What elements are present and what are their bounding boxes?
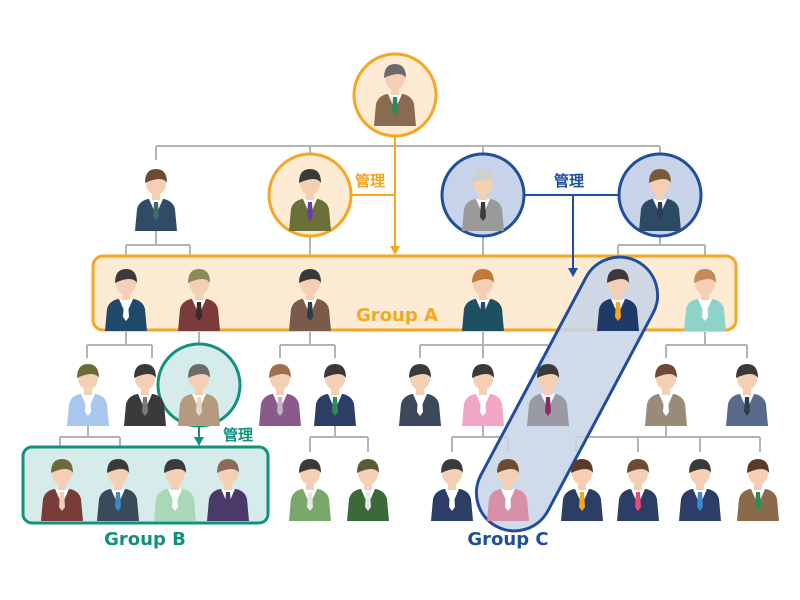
man-in-teal-icon — [462, 269, 504, 331]
man-in-navy-suit-icon — [639, 169, 681, 231]
group-c-label: Group C — [467, 529, 548, 550]
woman-in-mint-icon — [154, 459, 196, 521]
man-in-brown-suit-icon — [737, 459, 779, 521]
manage-label-teal: 管理 — [223, 426, 253, 444]
woman-in-green-icon — [289, 459, 331, 521]
woman-in-purple-icon — [259, 364, 301, 426]
man-in-purple-icon — [207, 459, 249, 521]
man-in-navy-suit-icon — [597, 269, 639, 331]
man-in-vest-icon — [561, 459, 603, 521]
connector-l1 — [59, 424, 121, 450]
manage-label-orange: 管理 — [355, 172, 385, 190]
connector-l9 — [575, 424, 761, 452]
man-with-glasses-icon — [97, 459, 139, 521]
woman-in-burgundy-icon — [41, 459, 83, 521]
man-with-glasses-icon — [399, 364, 441, 426]
woman-in-vest-icon — [679, 459, 721, 521]
group-a-label: Group A — [356, 305, 438, 326]
woman-in-mint-icon — [684, 269, 726, 331]
woman-with-glasses-icon — [487, 459, 529, 521]
connector-l7 — [451, 424, 509, 452]
bearded-man-icon — [289, 269, 331, 331]
connector-a1 — [86, 332, 153, 358]
group-b-label: Group B — [104, 529, 186, 550]
management-arrows — [194, 136, 619, 446]
man-in-brown-suit-icon — [374, 64, 416, 126]
people-layer — [41, 64, 779, 521]
group-b-box — [21, 445, 270, 525]
grey-haired-man-icon — [462, 169, 504, 231]
man-in-grey-suit-icon — [527, 364, 569, 426]
man-with-glasses-icon — [124, 364, 166, 426]
connector-exec4 — [617, 236, 706, 262]
man-in-slate-suit-icon — [726, 364, 768, 426]
woman-in-vest-icon — [617, 459, 659, 521]
woman-in-pink-icon — [462, 364, 504, 426]
arrow-teal-head — [194, 437, 204, 446]
woman-in-navy-icon — [135, 169, 177, 231]
connector-l5 — [309, 424, 369, 452]
connector-a4 — [419, 332, 549, 358]
man-in-green-suit-icon — [347, 459, 389, 521]
connector-exec1 — [125, 228, 191, 262]
manage-label-blue: 管理 — [554, 172, 584, 190]
woman-with-glasses-icon — [178, 364, 220, 426]
man-in-olive-suit-icon — [289, 169, 331, 231]
woman-in-burgundy-icon — [178, 269, 220, 331]
woman-in-taupe-icon — [645, 364, 687, 426]
connector-a6 — [665, 332, 748, 358]
arrow-blue — [524, 194, 619, 270]
woman-in-navy-icon — [431, 459, 473, 521]
man-in-navy-suit-icon — [314, 364, 356, 426]
connector-a3 — [279, 332, 336, 358]
connector-top — [155, 145, 661, 160]
woman-in-navy-icon — [105, 269, 147, 331]
arrow-orange-head — [390, 246, 400, 255]
woman-in-light-blue-icon — [67, 364, 109, 426]
arrow-blue-head — [568, 268, 578, 277]
